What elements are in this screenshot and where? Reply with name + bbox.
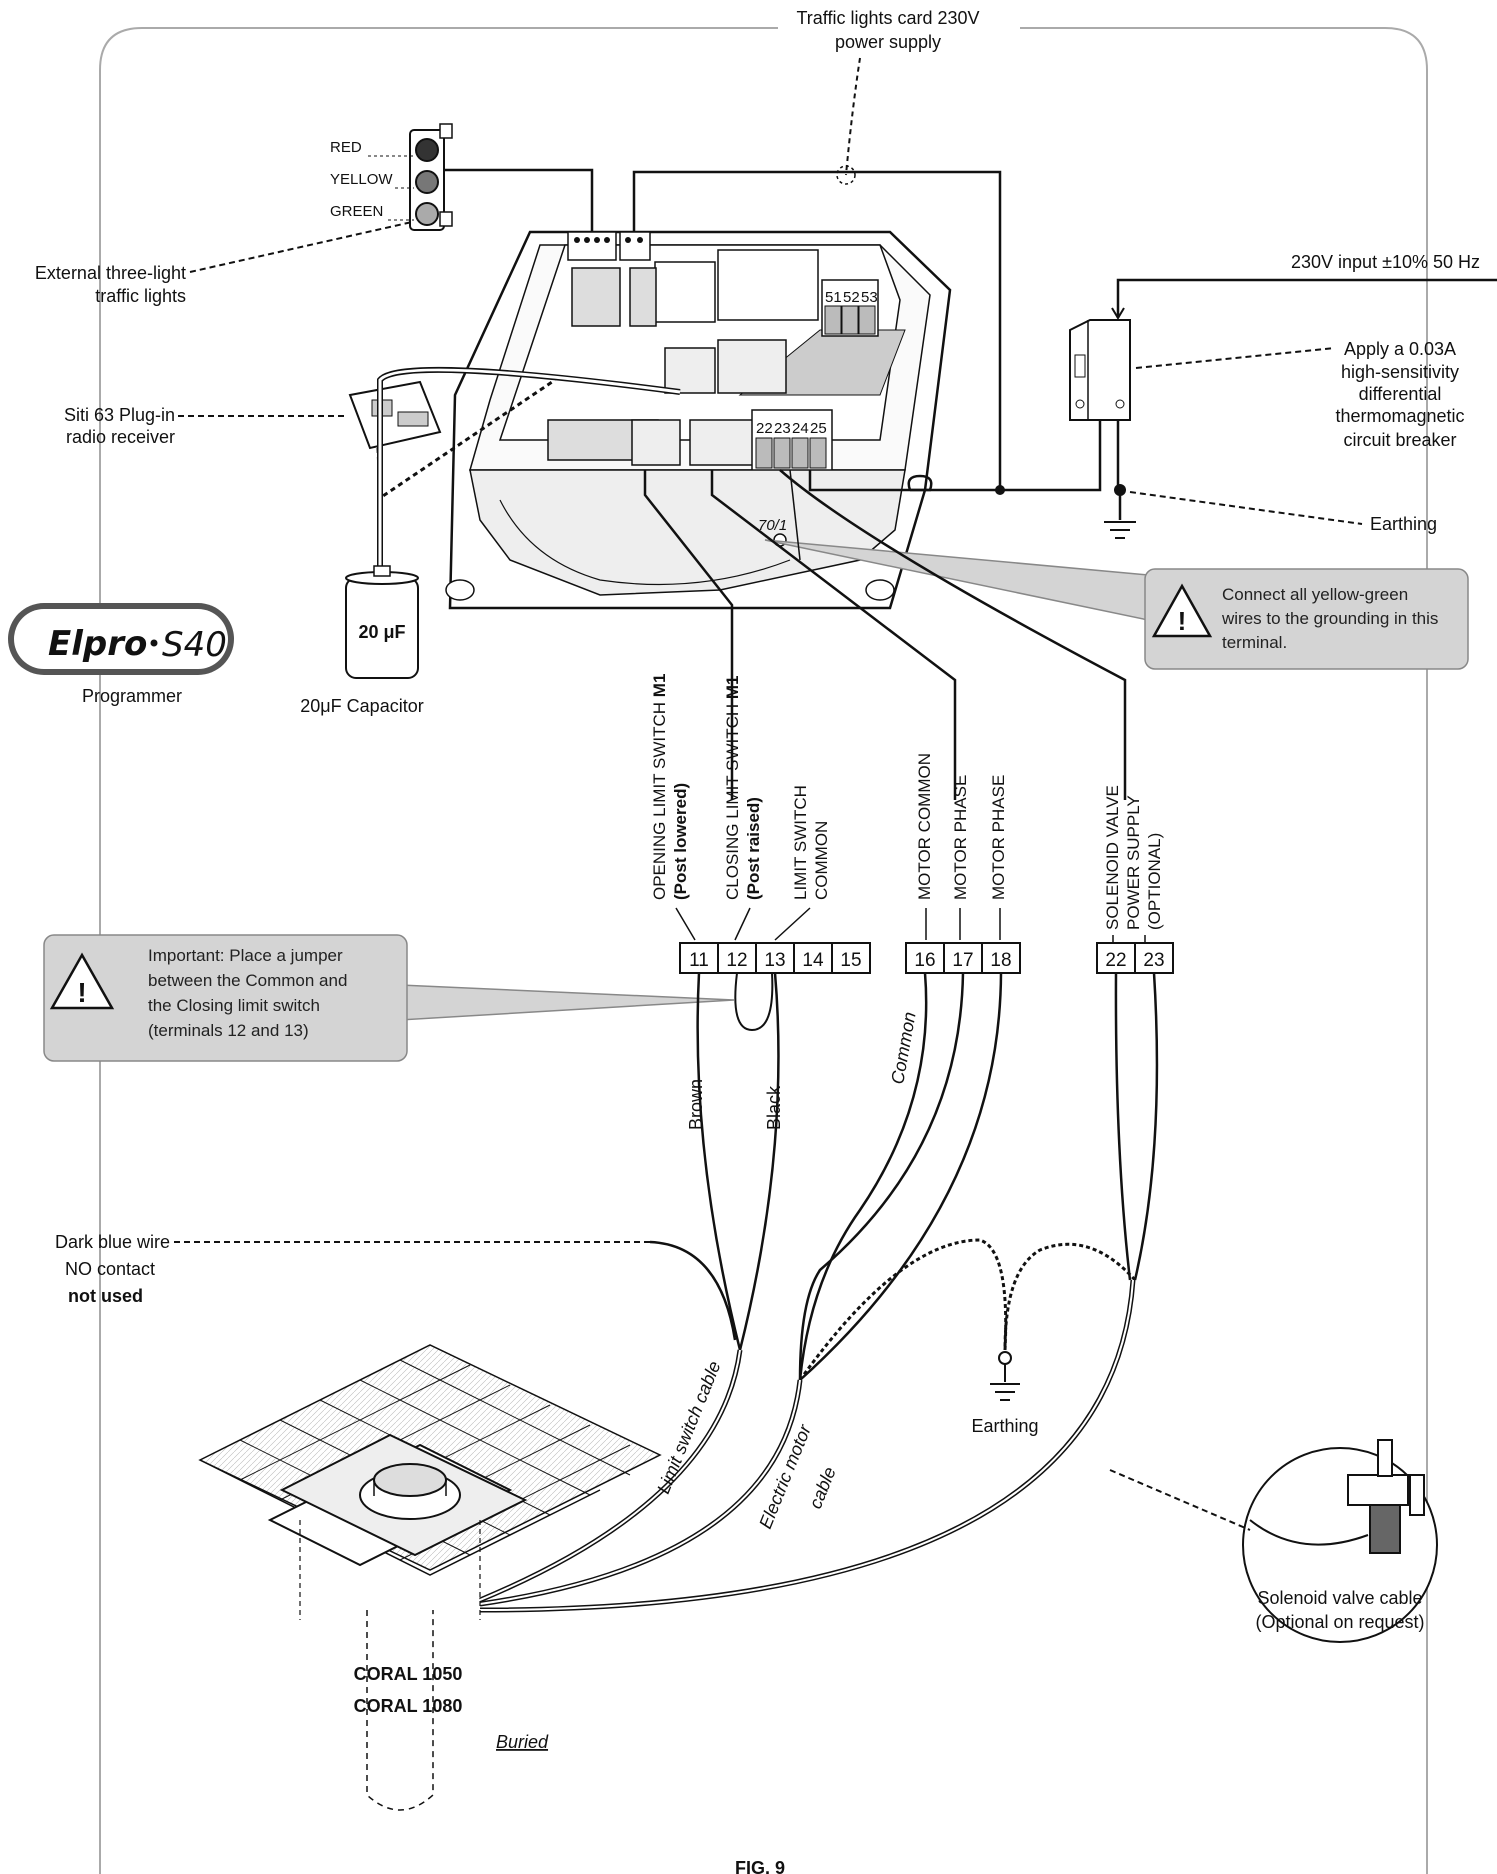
siti-label-2: radio receiver: [66, 427, 175, 447]
opening-label-1: OPENING LIMIT SWITCH M1: [650, 674, 669, 900]
breaker-label-2: high-sensitivity: [1341, 362, 1459, 382]
capacitor-value: 20 μF: [358, 622, 405, 642]
dark-blue-label-2: NO contact: [65, 1259, 155, 1279]
motor-common-label: MOTOR COMMON: [915, 753, 934, 900]
terminal-strip-limit: [679, 942, 871, 974]
ground-warning: !: [764, 539, 1469, 670]
ext-lights-label-1: External three-light: [35, 263, 186, 283]
green-label: GREEN: [330, 203, 383, 220]
ground-warning-line-2: wires to the grounding in this: [1221, 609, 1438, 628]
solenoid-cable-label-2: (Optional on request): [1255, 1612, 1424, 1632]
closing-label-2: (Post raised): [744, 797, 763, 900]
circuit-breaker: [1069, 319, 1131, 421]
motor-phase-label-1: MOTOR PHASE: [951, 775, 970, 900]
terminal-17: 17: [952, 950, 973, 971]
traffic-light: [409, 123, 453, 231]
brown-wire-label: Brown: [686, 1079, 706, 1130]
traffic-card-label-2: power supply: [835, 32, 941, 52]
breaker-label-3: differential: [1359, 384, 1442, 404]
jumper-warning-line-3: the Closing limit switch: [148, 996, 320, 1015]
solenoid-label-2: POWER SUPPLY: [1124, 795, 1143, 930]
buried-label: Buried: [496, 1732, 549, 1752]
ground-warning-line-1: Connect all yellow-green: [1222, 585, 1408, 604]
coral-1050-label: CORAL 1050: [354, 1664, 463, 1684]
board-terminal-25: 25: [810, 420, 827, 437]
coral-1080-label: CORAL 1080: [354, 1696, 463, 1716]
terminal-18: 18: [990, 950, 1011, 971]
ground-terminal-mark: 70/1: [758, 517, 787, 534]
figure-caption: FIG. 9: [735, 1858, 785, 1874]
board-terminal-23: 23: [774, 420, 791, 437]
terminal-15: 15: [840, 950, 861, 971]
solenoid-label-1: SOLENOID VALVE: [1103, 785, 1122, 930]
closing-label-1: CLOSING LIMIT SWITCH M1: [723, 675, 742, 900]
ls-common-label-1: LIMIT SWITCH: [791, 785, 810, 900]
earthing-top-label: Earthing: [1370, 514, 1437, 534]
ls-common-label-2: COMMON: [812, 821, 831, 900]
siti-label-1: Siti 63 Plug-in: [64, 405, 175, 425]
svg-text:!: !: [1178, 606, 1187, 636]
buried-tube: [366, 1610, 434, 1811]
earthing-bottom-label: Earthing: [971, 1416, 1038, 1436]
elpro-logo: Elpro S40: [8, 603, 234, 675]
terminal-22: 22: [1105, 950, 1126, 971]
jumper-warning: !: [43, 934, 735, 1062]
terminal-11: 11: [689, 950, 709, 971]
dark-blue-label-1: Dark blue wire: [55, 1232, 170, 1252]
board-terminal-51: 51: [825, 289, 842, 306]
terminal-23: 23: [1143, 950, 1164, 971]
terminal-strip-motor: [905, 942, 1021, 974]
motor-cable-label-2: cable: [805, 1464, 840, 1511]
radio-receiver: [348, 380, 442, 450]
board-terminal-22: 22: [756, 420, 773, 437]
black-wire-label: Black: [764, 1085, 784, 1130]
terminal-16: 16: [914, 950, 935, 971]
breaker-label-5: circuit breaker: [1343, 430, 1456, 450]
yellow-label: YELLOW: [330, 171, 393, 188]
opening-label-2: (Post lowered): [671, 783, 690, 900]
solenoid-valve-detail: [1242, 1439, 1438, 1643]
terminal-12: 12: [726, 950, 747, 971]
traffic-card-label-1: Traffic lights card 230V: [796, 8, 979, 28]
input-230-label: 230V input ±10% 50 Hz: [1291, 252, 1480, 272]
red-label: RED: [330, 139, 362, 156]
svg-text:!: !: [77, 977, 86, 1008]
capacitor: 20 μF: [345, 366, 681, 679]
motor-phase-label-2: MOTOR PHASE: [989, 775, 1008, 900]
board-terminal-52: 52: [843, 289, 860, 306]
breaker-label-4: thermomagnetic: [1335, 406, 1464, 426]
jumper-warning-line-1: Important: Place a jumper: [148, 946, 343, 965]
terminal-13: 13: [764, 950, 785, 971]
ext-lights-label-2: traffic lights: [95, 286, 186, 306]
terminal-strip-solenoid: [1096, 942, 1174, 974]
ground-warning-line-3: terminal.: [1222, 633, 1287, 652]
solenoid-cable-label-1: Solenoid valve cable: [1257, 1588, 1422, 1608]
dark-blue-label-3: not used: [68, 1286, 143, 1306]
logo-model: S40: [162, 625, 227, 665]
programmer-label: Programmer: [82, 686, 182, 706]
jumper-warning-line-2: between the Common and: [148, 971, 347, 990]
common-wire-label: Common: [887, 1010, 919, 1085]
solenoid-label-3: (OPTIONAL): [1145, 833, 1164, 930]
capacitor-label: 20μF Capacitor: [300, 696, 423, 716]
traffic-card-leader: [845, 57, 861, 176]
paving-tiles: [198, 1344, 662, 1576]
breaker-label-1: Apply a 0.03A: [1344, 339, 1456, 359]
board-terminal-53: 53: [861, 289, 878, 306]
board-terminal-24: 24: [792, 420, 809, 437]
logo-brand: Elpro: [48, 624, 147, 664]
outer-frame: [99, 27, 1428, 1874]
terminal-14: 14: [802, 950, 824, 971]
jumper-warning-line-4: (terminals 12 and 13): [148, 1021, 309, 1040]
control-box: [445, 230, 952, 610]
